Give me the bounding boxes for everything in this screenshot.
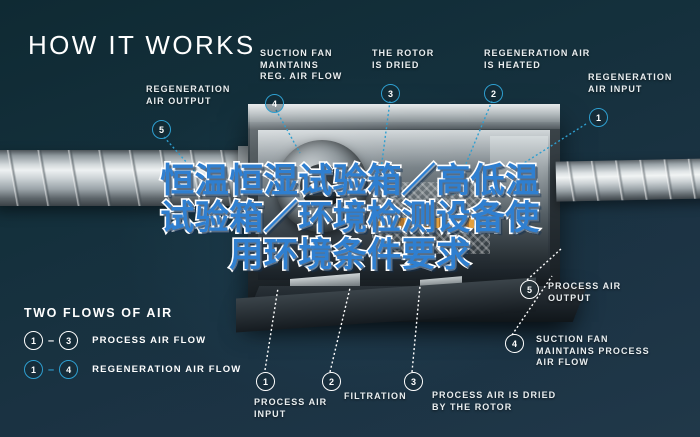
chinese-headline-line-3: 用环境条件要求 (228, 235, 472, 275)
page-title: HOW IT WORKS (28, 30, 256, 60)
callout-marker-bottom-4[interactable]: 4 (505, 334, 524, 353)
leader-bot-2 (329, 287, 351, 373)
left-spiral-duct (0, 150, 252, 206)
callout-label-top-3: THE ROTOR IS DRIED (372, 48, 435, 70)
legend-dash-1: – (48, 334, 55, 347)
chinese-headline-line-2: 试验箱／环境检测设备使 (159, 198, 541, 238)
callout-marker-top-5[interactable]: 5 (152, 120, 171, 139)
callout-label-top-4: SUCTION FAN MAINTAINS REG. AIR FLOW (260, 48, 343, 81)
legend-row-regeneration: 1 – 4 REGENERATION AIR FLOW (24, 360, 241, 379)
legend-title: TWO FLOWS OF AIR (24, 306, 173, 320)
leader-bot-4 (511, 275, 553, 336)
cabinet-top-edge (248, 122, 560, 129)
legend-marker-from-1: 1 (24, 331, 43, 350)
leader-top-2 (452, 100, 493, 196)
legend-marker-to-3: 3 (59, 331, 79, 350)
leader-top-3 (377, 100, 391, 193)
legend-label-process-air-flow: PROCESS AIR FLOW (92, 335, 207, 346)
cabinet-top-plate (248, 104, 560, 122)
leader-top-4 (275, 109, 301, 154)
legend-label-regeneration-air-flow: REGENERATION AIR FLOW (92, 364, 242, 375)
chinese-headline-line-1: 恒温恒湿试验箱／高低温 (159, 161, 541, 201)
legend-dash-2: – (48, 363, 55, 376)
side-panel (490, 136, 548, 264)
legend-marker-from-1-blue: 1 (24, 360, 43, 379)
callout-marker-top-1[interactable]: 1 (589, 108, 608, 127)
leader-bot-5 (526, 247, 563, 281)
rotor-hub (300, 164, 344, 208)
callout-marker-top-2[interactable]: 2 (484, 84, 503, 103)
chinese-headline-overlay: 恒温恒湿试验箱／高低温 试验箱／环境检测设备使 用环境条件要求 (104, 161, 596, 275)
leader-top-1 (523, 123, 587, 164)
leader-top-5 (163, 136, 205, 183)
callout-label-top-2: REGENERATION AIR IS HEATED (484, 48, 591, 70)
callout-marker-bottom-1[interactable]: 1 (256, 372, 275, 391)
legend-marker-to-4: 4 (59, 360, 79, 379)
callout-marker-bottom-5[interactable]: 5 (520, 280, 539, 299)
callout-label-bottom-2: FILTRATION (344, 391, 407, 401)
callout-label-bottom-5: PROCESS AIR OUTPUT (548, 281, 622, 303)
callout-marker-bottom-3[interactable]: 3 (404, 372, 423, 391)
callout-label-top-5: REGENERATION AIR OUTPUT (146, 84, 231, 106)
heater-coil (378, 218, 474, 228)
legend-row-process: 1 – 3 PROCESS AIR FLOW (24, 331, 206, 350)
leader-bot-1 (264, 287, 279, 371)
callout-label-bottom-3: PROCESS AIR IS DRIED BY THE ROTOR (432, 390, 557, 412)
callout-marker-top-3[interactable]: 3 (381, 84, 400, 103)
callout-label-top-1: REGENERATION AIR INPUT (588, 72, 673, 94)
callout-label-bottom-1: PROCESS AIR INPUT (254, 397, 328, 419)
callout-label-bottom-4: SUCTION FAN MAINTAINS PROCESS AIR FLOW (536, 334, 650, 367)
callout-marker-top-4[interactable]: 4 (265, 94, 284, 113)
leader-bot-3 (411, 285, 421, 373)
callout-marker-bottom-2[interactable]: 2 (322, 372, 341, 391)
